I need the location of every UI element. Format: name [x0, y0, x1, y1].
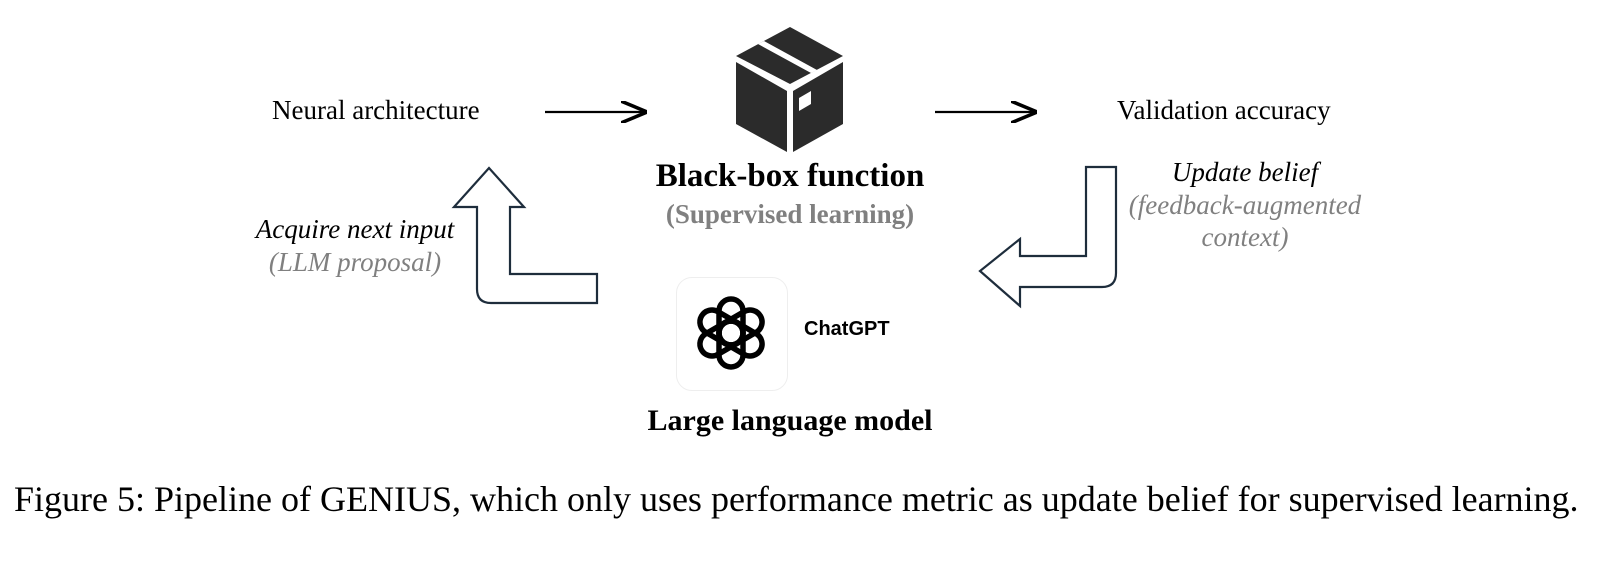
acquire-subtitle: (LLM proposal)	[268, 247, 442, 277]
acquire-title: Acquire next input	[255, 214, 455, 244]
figure-caption: Figure 5: Pipeline of GENIUS, which only…	[14, 479, 1579, 519]
update-subtitle-line1: (feedback-augmented	[1128, 190, 1362, 220]
chatgpt-logo-text: ChatGPT	[804, 318, 890, 340]
acquire-arrow	[451, 166, 599, 305]
update-subtitle-line2: context)	[1201, 222, 1289, 252]
update-arrow	[978, 165, 1118, 309]
llm-logo-card	[676, 277, 788, 391]
blackbox-title: Black-box function	[655, 158, 925, 194]
blackbox-subtitle: (Supervised learning)	[665, 199, 915, 229]
llm-label: Large language model	[647, 404, 933, 437]
box-icon	[736, 27, 843, 152]
output-label: Validation accuracy	[1117, 95, 1331, 125]
input-label: Neural architecture	[272, 95, 480, 125]
update-title: Update belief	[1171, 157, 1319, 187]
openai-logo-icon	[697, 296, 765, 370]
